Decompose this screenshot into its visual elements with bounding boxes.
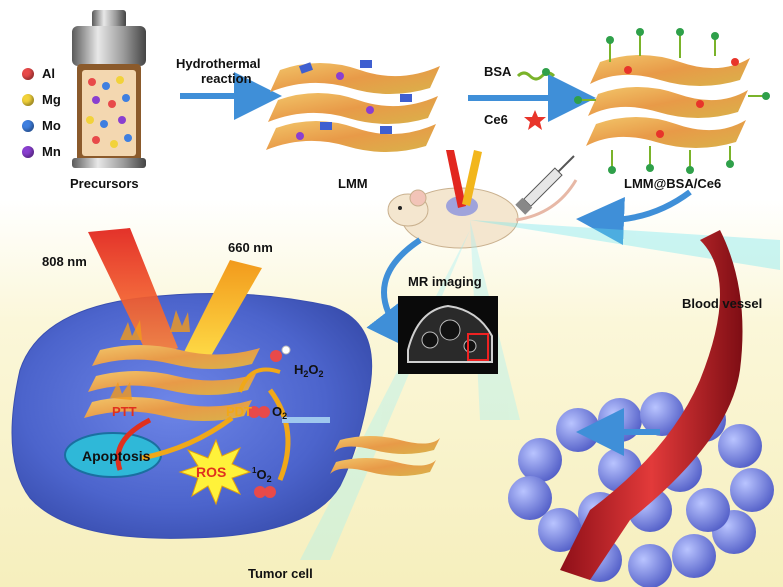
legend-mn: Mn bbox=[22, 144, 61, 159]
al-dot-icon bbox=[22, 67, 34, 80]
laser-808-beam bbox=[88, 228, 178, 360]
o2-molecule bbox=[248, 406, 270, 418]
cell-nanosheets bbox=[84, 310, 260, 421]
mr-image bbox=[398, 296, 498, 374]
o2-arrow bbox=[267, 388, 291, 481]
legend-mg: Mg bbox=[22, 92, 61, 107]
ce6-icon bbox=[524, 110, 546, 130]
tumor-cell-label: Tumor cell bbox=[248, 566, 313, 581]
lmm-bsa-ce6-label: LMM@BSA/Ce6 bbox=[624, 176, 722, 191]
o2-label: O2 bbox=[272, 404, 287, 421]
singlet-o: O bbox=[256, 467, 267, 482]
entering-nanosheets bbox=[330, 436, 440, 476]
mo-dot-icon bbox=[22, 119, 34, 132]
h2o2-sub2: 2 bbox=[318, 369, 324, 379]
blood-vessel bbox=[560, 230, 743, 580]
laser-808-small bbox=[446, 150, 466, 208]
legend-label: Mn bbox=[42, 144, 61, 159]
lmm-bsa-ce6-nanosheets bbox=[574, 28, 770, 174]
laser-660-beam bbox=[182, 260, 262, 368]
singlet-o2-label: 1O2 bbox=[252, 466, 272, 484]
mn-dot-icon bbox=[22, 145, 34, 158]
legend-label: Al bbox=[42, 66, 55, 81]
singlet-sub: 2 bbox=[266, 474, 272, 484]
syringe-icon bbox=[515, 155, 575, 215]
h2o2-arrow bbox=[238, 367, 281, 393]
660nm-label: 660 nm bbox=[228, 240, 273, 255]
lmm-nanosheets bbox=[266, 60, 440, 152]
h2o2-sub1: 2 bbox=[303, 369, 309, 379]
hydrothermal-line1: Hydrothermal bbox=[176, 56, 261, 71]
h2o2-o: O bbox=[308, 362, 319, 377]
o2-o: O bbox=[272, 404, 283, 419]
legend-label: Mo bbox=[42, 118, 61, 133]
injection-arrow bbox=[576, 189, 692, 245]
bsa-label: BSA bbox=[484, 64, 512, 79]
mr-imaging-label: MR imaging bbox=[408, 274, 482, 289]
h2o2-molecule bbox=[270, 345, 291, 362]
pdt-arrow bbox=[141, 415, 234, 461]
blood-vessel-label: Blood vessel bbox=[682, 296, 763, 311]
singlet-o2-molecule bbox=[254, 486, 276, 498]
singlet-sup: 1 bbox=[252, 466, 257, 475]
hydrothermal-label: Hydrothermal reaction bbox=[176, 56, 261, 86]
ce6-label: Ce6 bbox=[484, 112, 508, 127]
ros-burst bbox=[178, 438, 252, 506]
pdt-label: PDT bbox=[226, 404, 252, 419]
o2-sub: 2 bbox=[282, 411, 288, 421]
mr-arrow bbox=[366, 237, 422, 352]
mouse-icon bbox=[387, 179, 578, 249]
h2o2-h: H bbox=[294, 362, 304, 377]
laser-660-small bbox=[462, 150, 482, 206]
autoclave-icon bbox=[72, 10, 146, 168]
hydrothermal-line2: reaction bbox=[200, 71, 252, 86]
h2o2-label: H2O2 bbox=[294, 362, 324, 379]
legend-al: Al bbox=[22, 66, 55, 81]
ptt-arrow bbox=[115, 417, 152, 471]
precursors-label: Precursors bbox=[70, 176, 139, 191]
legend-mo: Mo bbox=[22, 118, 61, 133]
ptt-label: PTT bbox=[112, 404, 137, 419]
mg-dot-icon bbox=[22, 93, 34, 106]
legend-label: Mg bbox=[42, 92, 61, 107]
lmm-label: LMM bbox=[338, 176, 368, 191]
808nm-label: 808 nm bbox=[42, 254, 87, 269]
ros-label: ROS bbox=[196, 464, 227, 480]
apoptosis-label: Apoptosis bbox=[82, 448, 151, 464]
